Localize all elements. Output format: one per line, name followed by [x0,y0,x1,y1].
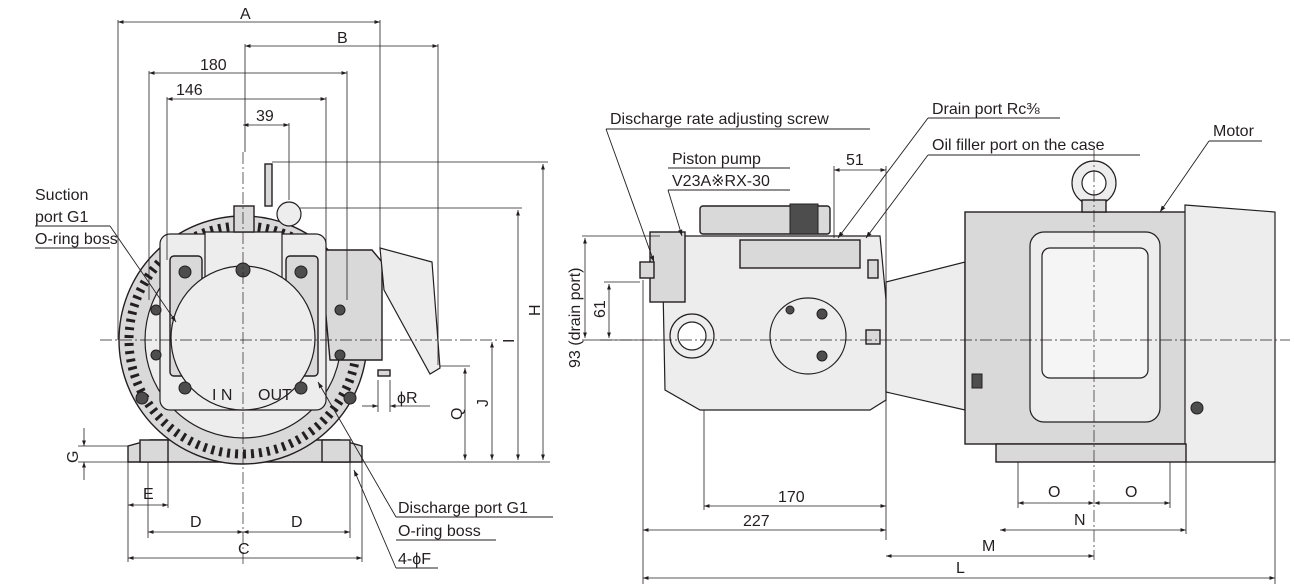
motor-label: Motor [1213,123,1255,140]
piston-pump-label: Piston pump [672,151,761,168]
dim-180-label: 180 [200,57,227,74]
side-plug [865,329,881,345]
adjusting-screw-leader [605,128,655,263]
dim-170-label: 170 [778,489,805,506]
holes-leader [353,469,397,569]
drain-port-label: Drain port Rc⅜ [932,101,1040,118]
drive-flange [769,297,847,375]
oil-filler-label: Oil filler port on the case [932,137,1105,154]
suction-label-2: port G1 [35,209,88,226]
dim-146-label: 146 [176,82,203,99]
in-mark: I N [212,387,232,404]
flange-bolt-r [343,391,357,405]
suction-label-3: O-ring boss [35,231,118,248]
discharge-label-2: O-ring boss [398,523,481,540]
bolt-1 [178,265,192,279]
dim-d2-label: D [291,514,303,531]
suction-bore [677,321,707,351]
bolt-5 [150,304,162,316]
motor-bolt-2 [971,373,983,389]
dim-51-label: 51 [846,152,864,169]
adjusting-screw-label: Discharge rate adjusting screw [610,111,829,128]
dim-o2-label: O [1125,484,1137,501]
dim-39-label: 39 [256,108,274,125]
terminal-box-side [1041,247,1149,379]
drain-port-leader [837,117,929,239]
discharge-leader [317,381,397,518]
oil-filler-leader [865,154,929,239]
motor-bolt [1190,401,1204,415]
terminal-cover [379,247,441,375]
motor-leader [1159,140,1210,213]
bolt-3 [178,381,192,395]
piston-pump-leader [667,189,683,237]
fan-cover [1184,204,1276,463]
dim-b-label: B [337,30,348,47]
piston-pump-model: V23A※RX-30 [672,173,770,190]
valve-plate [739,239,861,269]
dim-n-label: N [1074,512,1086,529]
dim-61-label: 61 [592,300,609,318]
compensator-cap [789,203,819,235]
adjust-screw-housing [649,231,686,303]
suction-label-1: Suction [35,187,88,204]
dim-l-label: L [956,560,965,577]
dim-93-label: 93 (drain port) [567,268,584,369]
dim-d1-label: D [190,514,202,531]
terminal-box [319,249,383,361]
dim-phir-label: ϕR [397,390,418,407]
dim-i-label: I [501,339,518,343]
discharge-label-1: Discharge port G1 [398,500,528,517]
dim-h-label: H [527,304,544,316]
motor-base-side [995,443,1187,463]
top-plug [233,205,255,233]
adjust-screw-front [264,163,273,207]
bolt-6 [150,349,162,361]
holes-label: 4-ϕF [398,551,431,568]
side-view: 93 (drain port) 61 51 170 227 O O N M L [567,101,1290,584]
adjust-knob [276,201,302,227]
coupling-housing [885,261,966,411]
dim-g-label: G [65,451,82,463]
dim-a-label: A [240,6,251,23]
bolt-8 [334,349,346,361]
front-view: I N OUT A B 180 146 39 H [35,6,553,569]
bolt-4 [294,381,308,395]
dim-m-label: M [982,538,995,555]
dim-q-label: Q [449,408,466,420]
dim-c-label: C [238,541,250,558]
dim-j-label: J [475,399,492,407]
bolt-2 [294,265,308,279]
arrow-plate [867,259,879,279]
left-foot [139,439,169,463]
suction-leader [109,225,177,323]
dim-o1-label: O [1048,484,1060,501]
right-foot [321,439,351,463]
flange-bolt-l [135,391,149,405]
adjust-screw-side [639,261,655,279]
terminal-gland [377,369,391,377]
bolt-7 [334,304,346,316]
out-mark: OUT [258,387,292,404]
dim-227-label: 227 [743,513,770,530]
